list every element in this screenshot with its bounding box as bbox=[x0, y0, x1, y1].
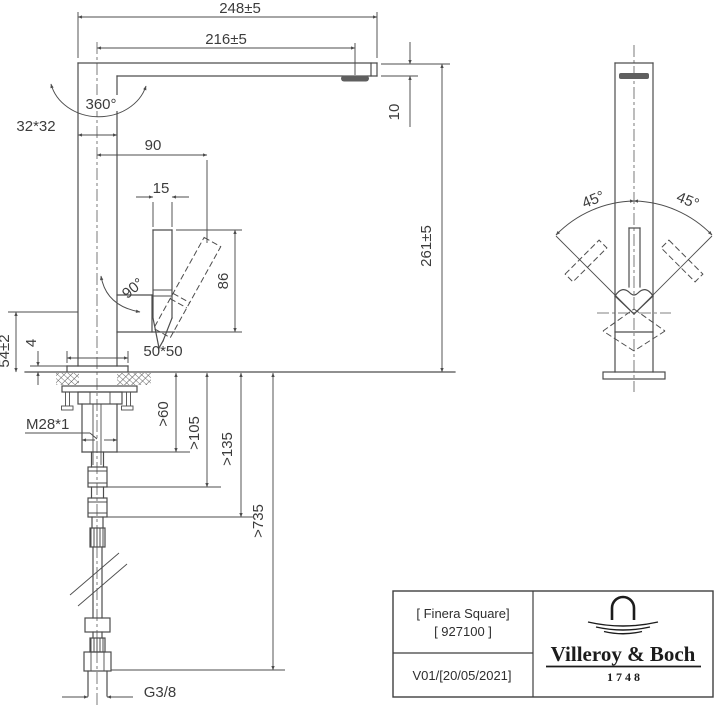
dim-hose-length: >735 bbox=[250, 372, 275, 671]
dim-plate-thickness: 4 bbox=[23, 339, 67, 385]
dim-spout-thickness-label: 10 bbox=[386, 104, 403, 121]
dim-swing-right-label: 45° bbox=[674, 189, 701, 213]
main-projection bbox=[24, 42, 456, 707]
dim-total-height: 261±5 bbox=[381, 63, 450, 373]
brand-logo-arch-icon bbox=[610, 595, 636, 620]
dim-handle-tilt-label: 90° bbox=[119, 275, 147, 303]
brand-year: 1748 bbox=[607, 670, 643, 684]
dim-body-section-label: 32*32 bbox=[16, 118, 55, 135]
mounting-nut bbox=[77, 391, 123, 405]
g38-nut bbox=[83, 651, 112, 672]
dim-handle-height: 86 bbox=[176, 229, 242, 333]
dim-base-height-label: 54±2 bbox=[0, 334, 13, 367]
dim-thread-label: M28*1 bbox=[26, 416, 69, 433]
dim-handle-offset-label: 90 bbox=[145, 137, 162, 154]
brand-logo-ripple-icon bbox=[595, 626, 651, 631]
dim-handle-width: 15 bbox=[136, 180, 189, 227]
dim-clearance-2-label: >105 bbox=[186, 416, 203, 450]
worktop-hatch bbox=[56, 373, 151, 385]
dim-clearance-2: >105 bbox=[107, 372, 221, 488]
aerator-side bbox=[619, 73, 649, 79]
dim-base-section: 50*50 bbox=[66, 343, 183, 363]
brand-logo: Villeroy & Boch 1748 bbox=[546, 595, 701, 684]
side-base-plate bbox=[602, 371, 666, 380]
dim-handle-height-label: 86 bbox=[215, 273, 232, 290]
dim-spout-length: 248±5 bbox=[77, 0, 378, 58]
dim-thread: M28*1 bbox=[25, 416, 118, 442]
dim-body-section: 32*32 bbox=[16, 118, 118, 137]
dim-spout-thickness: 10 bbox=[381, 42, 418, 127]
brand-name: Villeroy & Boch bbox=[551, 642, 696, 666]
handle-lever-tilted bbox=[153, 236, 222, 339]
dim-swivel: 360° bbox=[50, 83, 147, 118]
version-date: V01/[20/05/2021] bbox=[412, 668, 511, 683]
dim-plate-thickness-label: 4 bbox=[23, 339, 40, 347]
dim-handle-tilt: 90° bbox=[100, 275, 147, 313]
brand-logo-ripple-icon bbox=[587, 621, 659, 627]
dim-spout-reach-label: 216±5 bbox=[205, 31, 247, 48]
dimensions-main: 248±5 216±5 360° 32*32 90 bbox=[0, 0, 450, 701]
dim-clearance-1-label: >60 bbox=[155, 401, 172, 426]
break-line bbox=[77, 563, 128, 607]
side-projection: 45° 45° bbox=[555, 45, 713, 392]
mounting-hardware bbox=[61, 385, 138, 465]
dim-base-section-label: 50*50 bbox=[143, 343, 182, 360]
dim-swing-left-label: 45° bbox=[580, 188, 607, 212]
dim-clearance-1: >60 bbox=[117, 372, 190, 453]
aerator-main bbox=[341, 75, 369, 82]
faucet-body bbox=[66, 62, 378, 373]
dim-clearance-3-label: >135 bbox=[219, 432, 236, 466]
supply-hose bbox=[69, 451, 285, 697]
break-line bbox=[69, 552, 120, 596]
dim-connection: G3/8 bbox=[62, 684, 176, 701]
dim-swivel-label: 360° bbox=[85, 96, 116, 113]
dim-hose-length-label: >735 bbox=[250, 504, 267, 538]
title-block: [ Finera Square] [ 927100 ] V01/[20/05/2… bbox=[392, 590, 714, 698]
dim-handle-width-label: 15 bbox=[153, 180, 170, 197]
dim-spout-length-label: 248±5 bbox=[219, 0, 261, 17]
dim-clearance-3: >135 bbox=[107, 372, 253, 518]
brand-logo-ripple-icon bbox=[603, 630, 643, 635]
dim-spout-reach: 216±5 bbox=[96, 31, 356, 75]
dim-total-height-label: 261±5 bbox=[418, 225, 435, 267]
product-number: [ 927100 ] bbox=[434, 624, 492, 639]
dim-handle-offset: 90 bbox=[96, 137, 208, 243]
dim-connection-label: G3/8 bbox=[144, 684, 177, 701]
dim-base-height: 54±2 bbox=[0, 311, 78, 373]
handle-lever bbox=[152, 229, 173, 349]
knurled-section bbox=[90, 638, 105, 652]
product-name: [ Finera Square] bbox=[416, 606, 509, 621]
worktop bbox=[24, 371, 456, 385]
knurled-nut bbox=[90, 528, 105, 547]
